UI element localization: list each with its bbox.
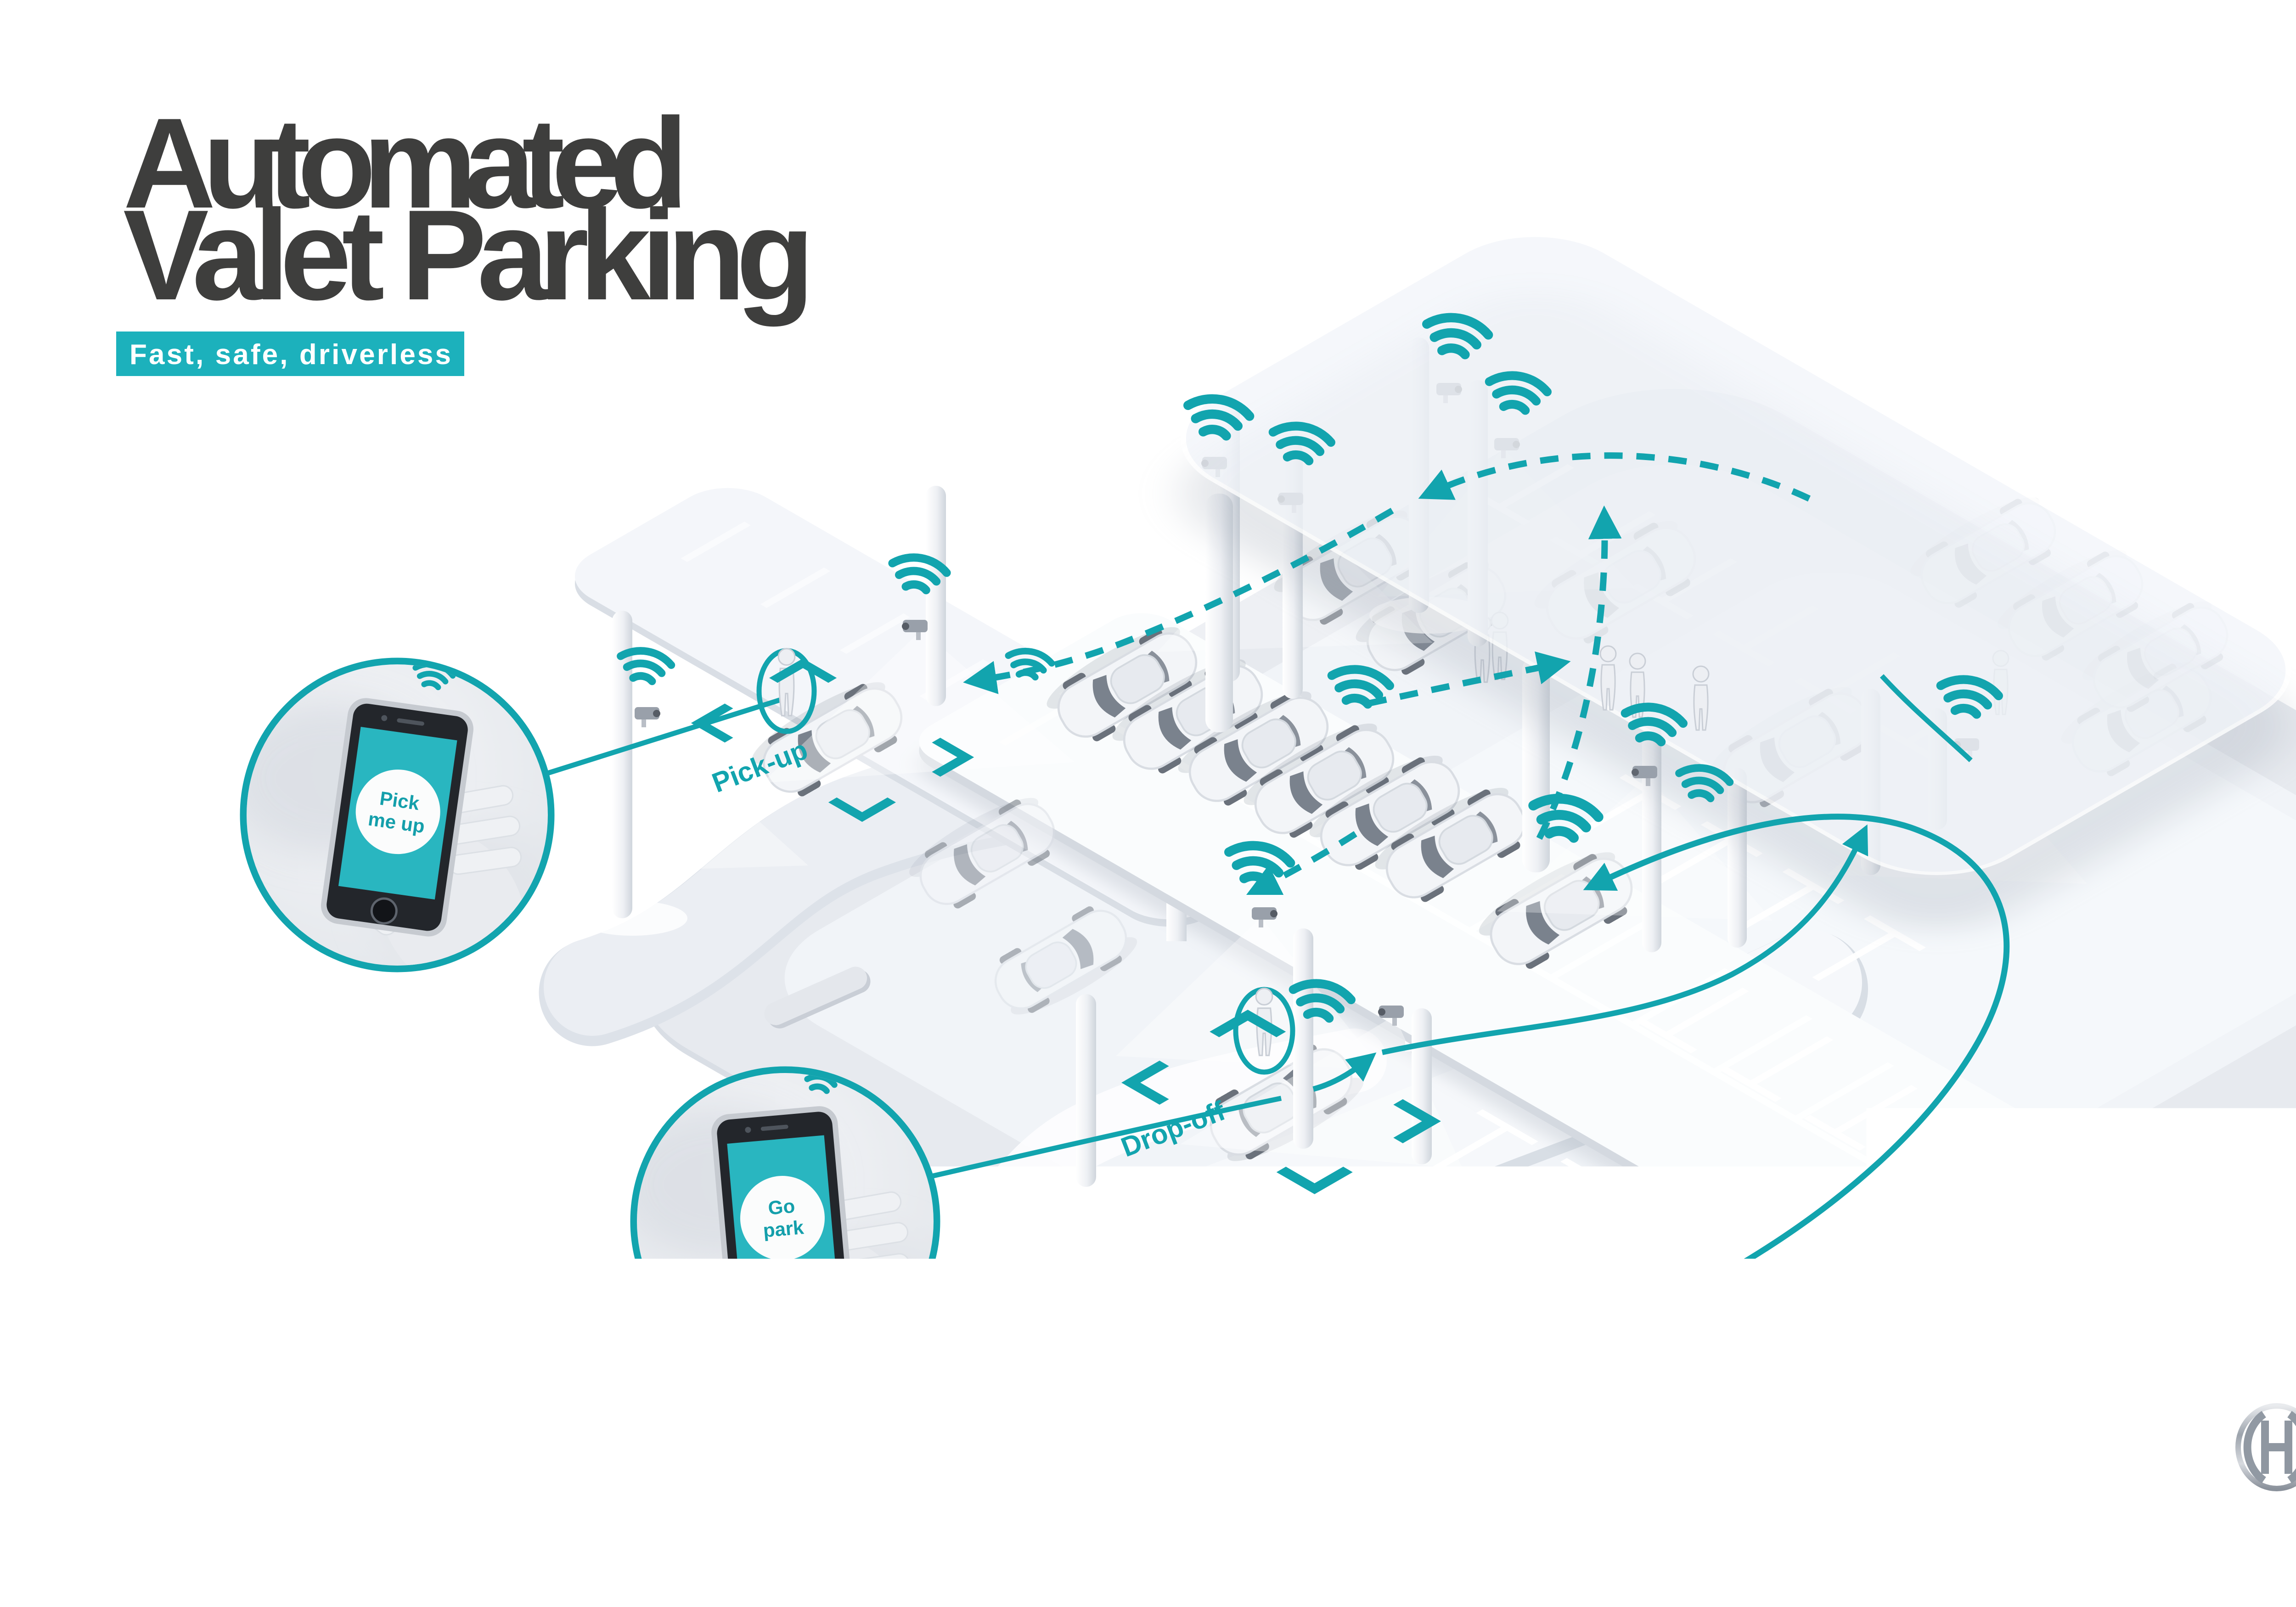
tagline-text: Fast, safe, driverless [129, 339, 451, 371]
bosch-logo-icon [2238, 1406, 2296, 1489]
pole [926, 486, 946, 706]
pole [1293, 928, 1313, 1149]
page-title-line2: Valet Parking [123, 184, 812, 327]
mercedes-logo-icon [2232, 1252, 2296, 1342]
header: Automated Valet Parking Fast, safe, driv… [116, 92, 812, 376]
gopark-screen-text-2: park [762, 1216, 805, 1242]
pole [1412, 1008, 1432, 1164]
gopark-screen-text-1: Go [767, 1195, 796, 1219]
pole [1076, 994, 1096, 1187]
brand-logos: Mercedes-Benz BOSCH [2232, 1252, 2296, 1491]
smartphone: Go park [710, 1105, 856, 1343]
phone-callout-pickup: Pick me up [227, 661, 563, 1019]
